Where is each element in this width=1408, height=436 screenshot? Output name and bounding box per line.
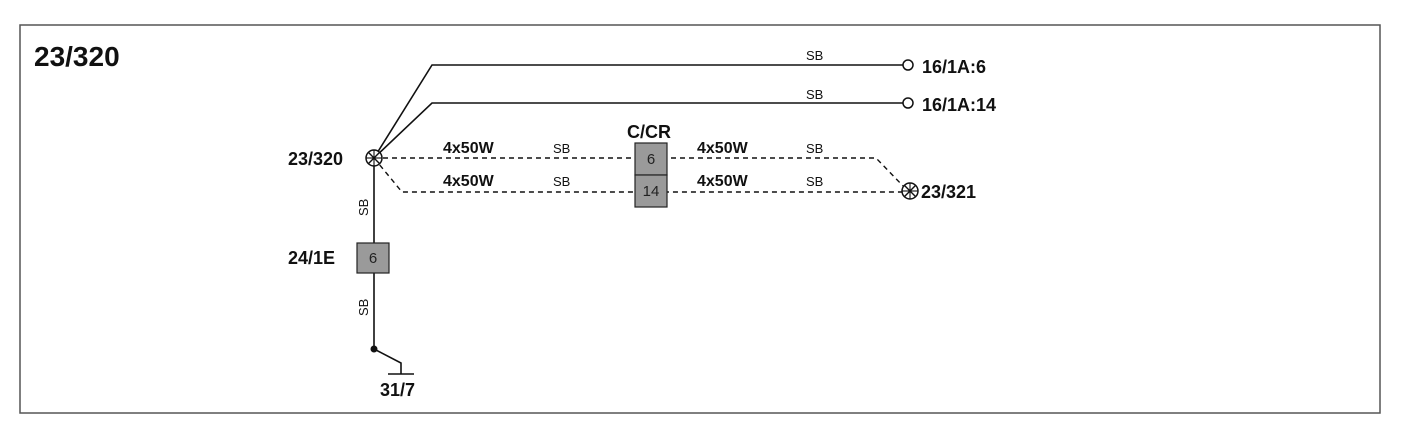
dashed-bot-right-rating: 4x50W [697, 173, 749, 190]
connector-c-cr-pin-14-text: 14 [643, 183, 660, 200]
dashed-top-right-rating: 4x50W [697, 140, 749, 157]
connector-24-1e-pin-text: 6 [369, 250, 377, 267]
dashed-top-left-rating: 4x50W [443, 140, 495, 157]
wire-color-mid: SB [806, 87, 823, 102]
vertical-wire-color-lower: SB [356, 299, 371, 316]
wire-to-16-1a-14 [373, 102, 903, 159]
lamp-23-321-icon [901, 182, 919, 200]
wire-to-16-1a-6 [373, 64, 903, 159]
diagram-title: 23/320 [34, 41, 120, 72]
connector-c-cr-pin-14 [634, 174, 668, 208]
vertical-wire-color-upper: SB [356, 199, 371, 216]
dashed-top-right-color: SB [806, 141, 823, 156]
connector-c-cr-label: C/CR [627, 122, 671, 142]
ground-label: 31/7 [380, 380, 415, 400]
dashed-wire-lower [373, 157, 903, 193]
diagram-frame [19, 24, 1381, 414]
terminal-label-16-1a-14: 16/1A:14 [922, 95, 996, 115]
lamp-23-320-label: 23/320 [288, 149, 343, 169]
connector-24-1e-label: 24/1E [288, 248, 335, 268]
connector-24-1e-pin [356, 242, 390, 274]
wire-color-top: SB [806, 48, 823, 63]
terminal-16-1a-6 [902, 59, 914, 71]
dashed-bot-right-color: SB [806, 174, 823, 189]
terminal-16-1a-14 [902, 97, 914, 109]
terminal-label-16-1a-6: 16/1A:6 [922, 57, 986, 77]
connector-c-cr-pin-6 [634, 142, 668, 176]
lamp-23-320-icon [365, 149, 383, 167]
connector-c-cr-pin-6-text: 6 [647, 151, 655, 168]
dashed-bot-left-rating: 4x50W [443, 173, 495, 190]
lamp-23-321-label: 23/321 [921, 182, 976, 202]
dashed-top-left-color: SB [553, 141, 570, 156]
dashed-bot-left-color: SB [553, 174, 570, 189]
ground-wire [373, 348, 402, 374]
